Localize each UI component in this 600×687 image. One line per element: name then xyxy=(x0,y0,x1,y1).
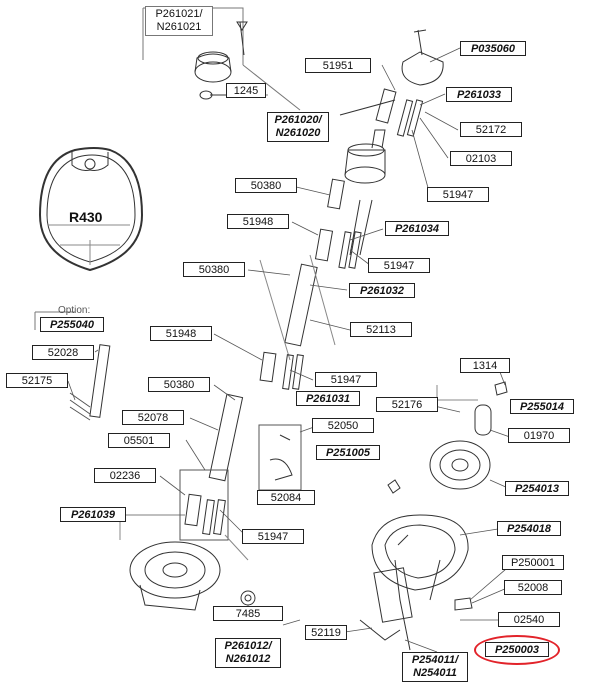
part-label-p251005[interactable]: P251005 xyxy=(316,445,380,460)
part-label-p51947c[interactable]: 51947 xyxy=(315,372,377,387)
part-label-p7485[interactable]: 7485 xyxy=(213,606,283,621)
part-label-p254013[interactable]: P254013 xyxy=(505,481,569,496)
part-label-p52028[interactable]: 52028 xyxy=(32,345,94,360)
part-label-p261012[interactable]: P261012/ N261012 xyxy=(215,638,281,668)
part-label-p250001[interactable]: P250001 xyxy=(502,555,564,570)
profile-label: R430 xyxy=(69,209,103,225)
part-label-p50380c[interactable]: 50380 xyxy=(148,377,210,392)
part-label-p51947b[interactable]: 51947 xyxy=(368,258,430,273)
part-label-p50380a[interactable]: 50380 xyxy=(235,178,297,193)
part-label-p52176[interactable]: 52176 xyxy=(376,397,438,412)
part-label-p02540[interactable]: 02540 xyxy=(498,612,560,627)
part-label-p261034[interactable]: P261034 xyxy=(385,221,449,236)
part-label-p261021[interactable]: P261021/ N261021 xyxy=(145,6,213,36)
part-label-p51951[interactable]: 51951 xyxy=(305,58,371,73)
part-label-p52113[interactable]: 52113 xyxy=(350,322,412,337)
part-label-p52119[interactable]: 52119 xyxy=(305,625,347,640)
part-label-p254018[interactable]: P254018 xyxy=(497,521,561,536)
part-label-p51947d[interactable]: 51947 xyxy=(242,529,304,544)
part-label-p1314[interactable]: 1314 xyxy=(460,358,510,373)
part-label-p52008[interactable]: 52008 xyxy=(504,580,562,595)
option-label: Option: xyxy=(58,305,91,316)
part-label-p035060[interactable]: P035060 xyxy=(460,41,526,56)
part-label-p50380b[interactable]: 50380 xyxy=(183,262,245,277)
highlight-circle xyxy=(474,635,560,665)
part-label-p52050[interactable]: 52050 xyxy=(312,418,374,433)
part-label-p254011[interactable]: P254011/ N254011 xyxy=(402,652,468,682)
part-label-p261039[interactable]: P261039 xyxy=(60,507,126,522)
part-label-p51948a[interactable]: 51948 xyxy=(227,214,289,229)
part-label-p51947a[interactable]: 51947 xyxy=(427,187,489,202)
part-label-p52084[interactable]: 52084 xyxy=(257,490,315,505)
part-label-p255040[interactable]: P255040 xyxy=(40,317,104,332)
part-label-p05501[interactable]: 05501 xyxy=(108,433,170,448)
part-label-p261020[interactable]: P261020/ N261020 xyxy=(267,112,329,142)
part-label-p02236[interactable]: 02236 xyxy=(94,468,156,483)
part-label-p52172[interactable]: 52172 xyxy=(460,122,522,137)
part-label-p02103[interactable]: 02103 xyxy=(450,151,512,166)
part-label-p52078[interactable]: 52078 xyxy=(122,410,184,425)
part-label-p52175[interactable]: 52175 xyxy=(6,373,68,388)
part-label-p01970[interactable]: 01970 xyxy=(508,428,570,443)
part-label-p261032[interactable]: P261032 xyxy=(349,283,415,298)
part-label-p255014[interactable]: P255014 xyxy=(510,399,574,414)
part-label-p51948b[interactable]: 51948 xyxy=(150,326,212,341)
part-label-p1245[interactable]: 1245 xyxy=(226,83,266,98)
part-label-p261033[interactable]: P261033 xyxy=(446,87,512,102)
part-label-p261031[interactable]: P261031 xyxy=(296,391,360,406)
